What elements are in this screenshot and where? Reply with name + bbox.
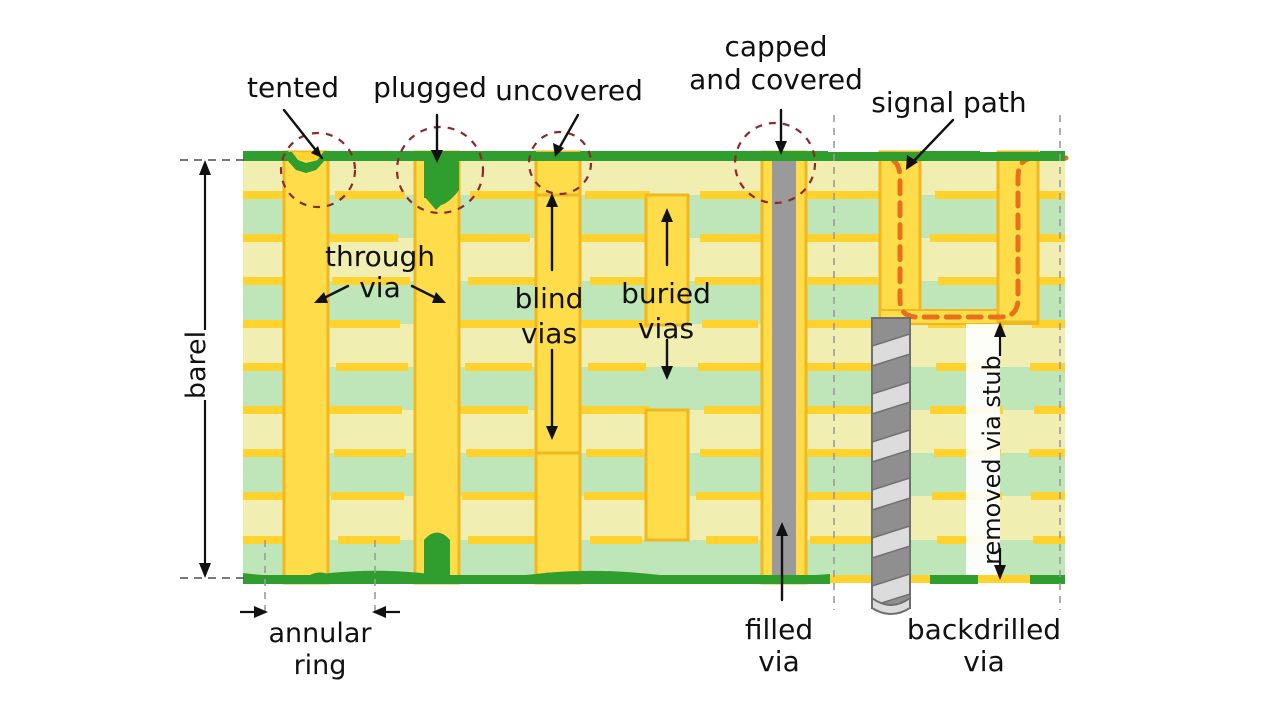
removed-via-stub-dimension: removed via stub — [978, 322, 1006, 580]
label-backdrilled-via-line2: via — [963, 645, 1005, 678]
bottom-surface — [243, 532, 1065, 584]
label-filled-via-line2: via — [758, 645, 800, 678]
drill-bit — [871, 317, 911, 615]
label-uncovered: uncovered — [495, 74, 643, 107]
barel-dimension: barel — [180, 159, 250, 579]
bottom-mask-wave — [243, 570, 830, 584]
label-buried-vias-line1: buried — [621, 277, 711, 310]
annular-ring-label-line1: annular — [268, 618, 372, 649]
label-through-via-line2: via — [359, 271, 401, 304]
bottom-mask-pad-r2 — [1030, 575, 1065, 584]
annular-ring-dimension: annular ring — [240, 606, 400, 681]
removed-via-stub-label: removed via stub — [978, 355, 1006, 565]
annular-ring-label-line2: ring — [294, 650, 347, 681]
label-capped-line2: and covered — [689, 63, 863, 96]
label-through-via-line1: through — [325, 240, 435, 273]
label-plugged: plugged — [373, 71, 487, 104]
callout-circles — [279, 121, 817, 215]
guide-lines — [264, 115, 1061, 618]
mask-pad-r2 — [1040, 151, 1065, 161]
mask-segment-a — [470, 151, 536, 161]
callout-circle-plugged — [395, 125, 485, 215]
label-blind-vias-line2: vias — [521, 317, 577, 350]
plugged-bottom-wedge — [424, 532, 450, 583]
label-blind-vias-line1: blind — [515, 282, 584, 315]
filled-via — [760, 150, 808, 585]
label-capped-line1: capped — [724, 30, 827, 63]
barel-label: barel — [181, 331, 212, 399]
mask-pad-r1 — [920, 151, 980, 161]
label-buried-vias-line2: vias — [638, 312, 694, 345]
callout-circle-tented — [279, 131, 357, 209]
label-signal-path: signal path — [871, 86, 1026, 119]
mask-segment-capped — [700, 151, 828, 161]
plugged-plug-body — [424, 158, 450, 198]
label-filled-via-line1: filled — [745, 613, 813, 646]
removed-stub-channel — [966, 324, 1000, 583]
annotation-arrows — [282, 108, 955, 602]
top-mask-segments — [243, 151, 1065, 206]
callout-circle-uncovered — [527, 130, 593, 196]
blind-via-bottom — [534, 451, 582, 585]
tented-mask-dip — [243, 151, 412, 173]
callout-circle-capped — [733, 121, 817, 205]
buried-via-lower — [644, 408, 690, 542]
bottom-mask-pad-r1 — [930, 575, 978, 584]
plugged-plug-taper — [424, 196, 450, 204]
inner-copper-traces — [243, 191, 1065, 544]
signal-path — [825, 155, 1069, 320]
label-tented: tented — [247, 71, 339, 104]
text-labels: tented plugged uncovered capped and cove… — [247, 30, 1061, 678]
label-backdrilled-via-line1: backdrilled — [907, 613, 1061, 646]
tented-via — [282, 150, 330, 585]
plugged-via — [413, 150, 461, 585]
